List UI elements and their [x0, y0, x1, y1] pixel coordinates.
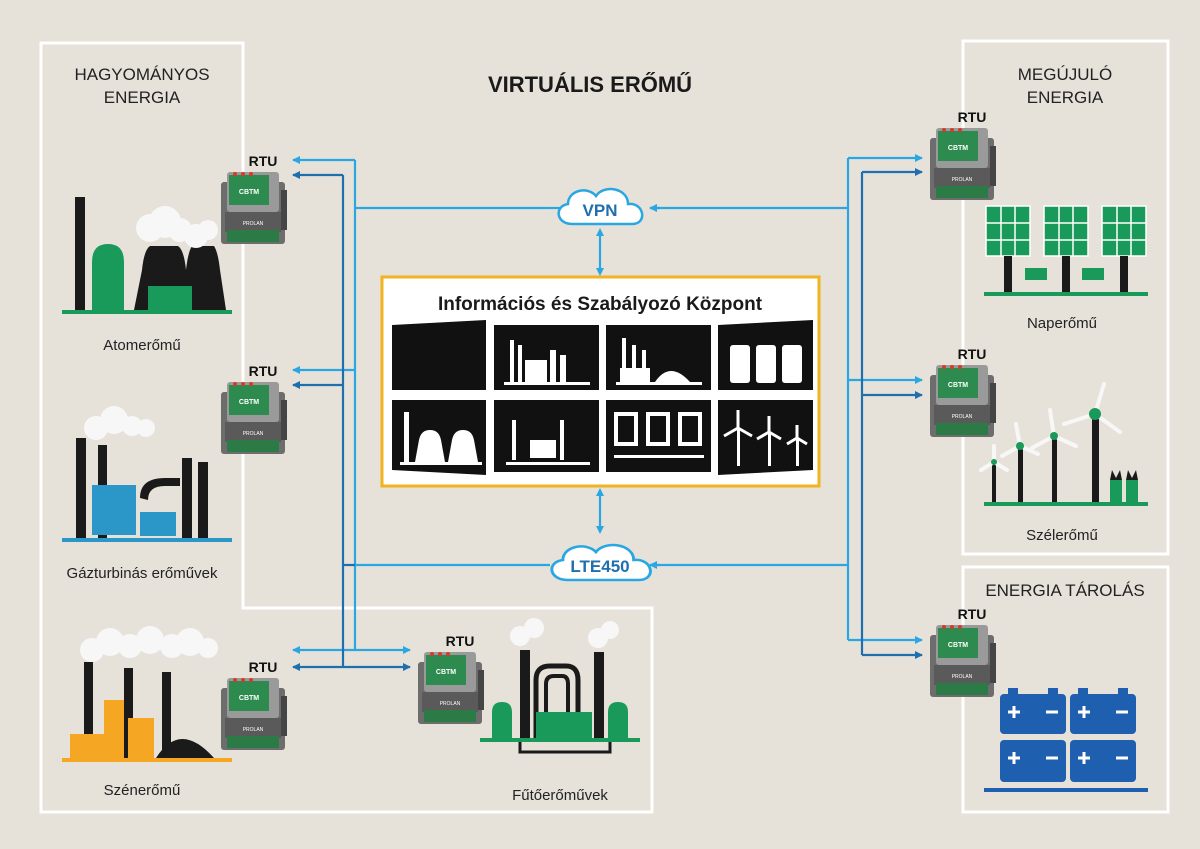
lte-cloud: LTE450	[550, 543, 652, 582]
rtu-brand: CBTM	[948, 145, 968, 152]
conventional-group-title-line2: ENERGIA	[104, 88, 181, 107]
rtu-maker: PROLAN	[952, 177, 973, 183]
wind-farm	[979, 382, 1148, 506]
solar-plant-label: Naperőmű	[1027, 315, 1097, 332]
heating-plant-label: Fűtőerőművek	[512, 787, 608, 804]
rtu-maker: PROLAN	[952, 674, 973, 680]
rtu-label: RTU	[446, 633, 475, 649]
coal-plant	[62, 626, 232, 762]
rtu-maker: PROLAN	[243, 221, 264, 227]
rtu-device: RTU CBTM PROLAN	[418, 633, 484, 724]
coal-plant-label: Szénerőmű	[104, 782, 181, 799]
rtu-brand: CBTM	[436, 669, 456, 676]
renewable-group-title-line2: ENERGIA	[1027, 88, 1104, 107]
wind-farm-label: Szélerőmű	[1026, 527, 1098, 544]
conventional-group-title-line1: HAGYOMÁNYOS	[74, 65, 209, 84]
heating-plant	[480, 618, 640, 754]
rtu-brand: CBTM	[239, 399, 259, 406]
nuclear-plant	[62, 197, 232, 314]
diagram-title: VIRTUÁLIS ERŐMŰ	[488, 72, 692, 97]
rtu-label: RTU	[249, 659, 278, 675]
conventional-energy-frame	[39, 41, 654, 814]
rtu-device: RTU CBTM PROLAN	[930, 109, 996, 200]
storage-group-title: ENERGIA TÁROLÁS	[985, 581, 1144, 600]
gas-turbine-plant-label: Gázturbinás erőművek	[67, 565, 218, 582]
rtu-device: RTU CBTM PROLAN	[221, 153, 287, 244]
solar-plant	[984, 205, 1148, 296]
control-center: Információs és Szabályozó Központ	[380, 275, 821, 488]
rtu-device: RTU CBTM PROLAN	[930, 346, 996, 437]
rtu-label: RTU	[249, 153, 278, 169]
rtu-brand: CBTM	[948, 642, 968, 649]
rtu-brand: CBTM	[948, 382, 968, 389]
rtu-label: RTU	[958, 109, 987, 125]
rtu-brand: CBTM	[239, 189, 259, 196]
vpn-cloud: VPN	[557, 187, 644, 226]
control-center-title: Információs és Szabályozó Központ	[438, 294, 763, 315]
rtu-device: RTU CBTM PROLAN	[221, 659, 287, 750]
nuclear-plant-label: Atomerőmű	[103, 337, 181, 354]
vpn-label: VPN	[583, 201, 618, 220]
rtu-label: RTU	[249, 363, 278, 379]
gas-turbine-plant	[62, 406, 232, 542]
rtu-maker: PROLAN	[243, 727, 264, 733]
rtu-maker: PROLAN	[243, 431, 264, 437]
battery-storage	[984, 688, 1148, 792]
network-links	[292, 154, 923, 671]
rtu-maker: PROLAN	[952, 414, 973, 420]
rtu-brand: CBTM	[239, 695, 259, 702]
rtu-maker: PROLAN	[440, 701, 461, 707]
renewable-energy-frame	[961, 39, 1170, 556]
rtu-device: RTU CBTM PROLAN	[930, 606, 996, 697]
rtu-label: RTU	[958, 606, 987, 622]
lte450-label: LTE450	[570, 557, 629, 576]
renewable-group-title-line1: MEGÚJULÓ	[1018, 65, 1112, 84]
rtu-label: RTU	[958, 346, 987, 362]
rtu-device: RTU CBTM PROLAN	[221, 363, 287, 454]
